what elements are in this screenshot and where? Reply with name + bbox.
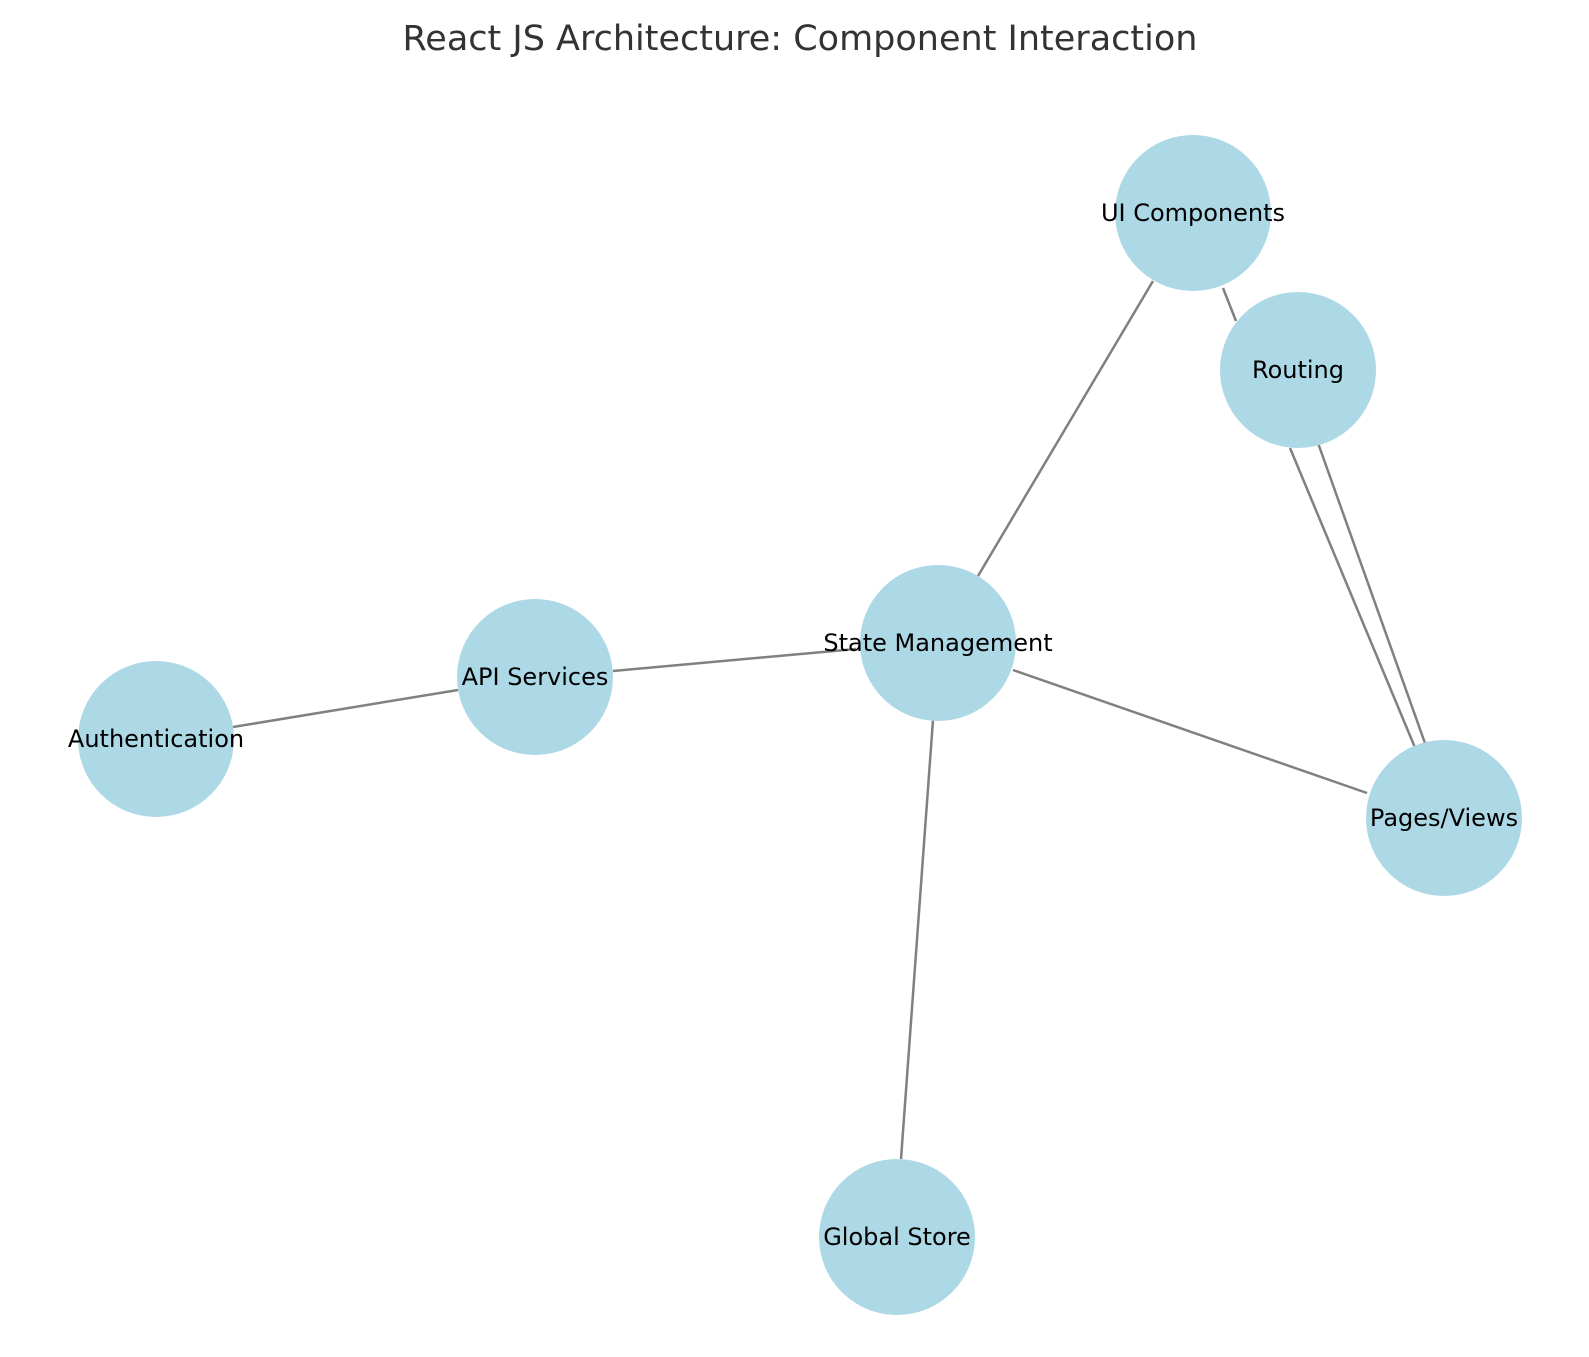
node-label: Pages/Views xyxy=(1370,804,1518,832)
edge-state-management-api-services xyxy=(612,647,857,673)
node-state-management: State Management xyxy=(823,565,1053,721)
edge-routing-pages-views xyxy=(1288,447,1418,751)
node-circle xyxy=(1366,740,1522,896)
edge-ui-components-state-management xyxy=(976,280,1155,577)
node-circle xyxy=(1220,292,1376,448)
node-label: UI Components xyxy=(1101,199,1285,227)
node-circle xyxy=(457,599,613,755)
diagram-title: React JS Architecture: Component Interac… xyxy=(403,19,1198,59)
node-label: Authentication xyxy=(68,725,244,753)
node-label: API Services xyxy=(462,663,609,691)
node-circle xyxy=(860,565,1016,721)
node-circle xyxy=(78,661,234,817)
edge-ui-components-routing xyxy=(1221,287,1238,322)
node-global-store: Global Store xyxy=(819,1159,975,1315)
edges-layer xyxy=(232,280,1428,1160)
edge-state-management-global-store xyxy=(899,719,935,1160)
node-circle xyxy=(1115,135,1271,291)
node-authentication: Authentication xyxy=(68,661,244,817)
node-api-services: API Services xyxy=(457,599,613,755)
node-routing: Routing xyxy=(1220,292,1376,448)
node-ui-components: UI Components xyxy=(1101,135,1285,291)
edge-api-services-authentication xyxy=(232,688,459,729)
node-label: Global Store xyxy=(823,1223,971,1251)
node-label: Routing xyxy=(1252,356,1344,384)
node-pages-views: Pages/Views xyxy=(1366,740,1522,896)
node-circle xyxy=(819,1159,975,1315)
node-label: State Management xyxy=(823,629,1052,657)
edge-state-management-pages-views xyxy=(1012,668,1368,795)
edge-routing-pages-views xyxy=(1316,442,1428,747)
